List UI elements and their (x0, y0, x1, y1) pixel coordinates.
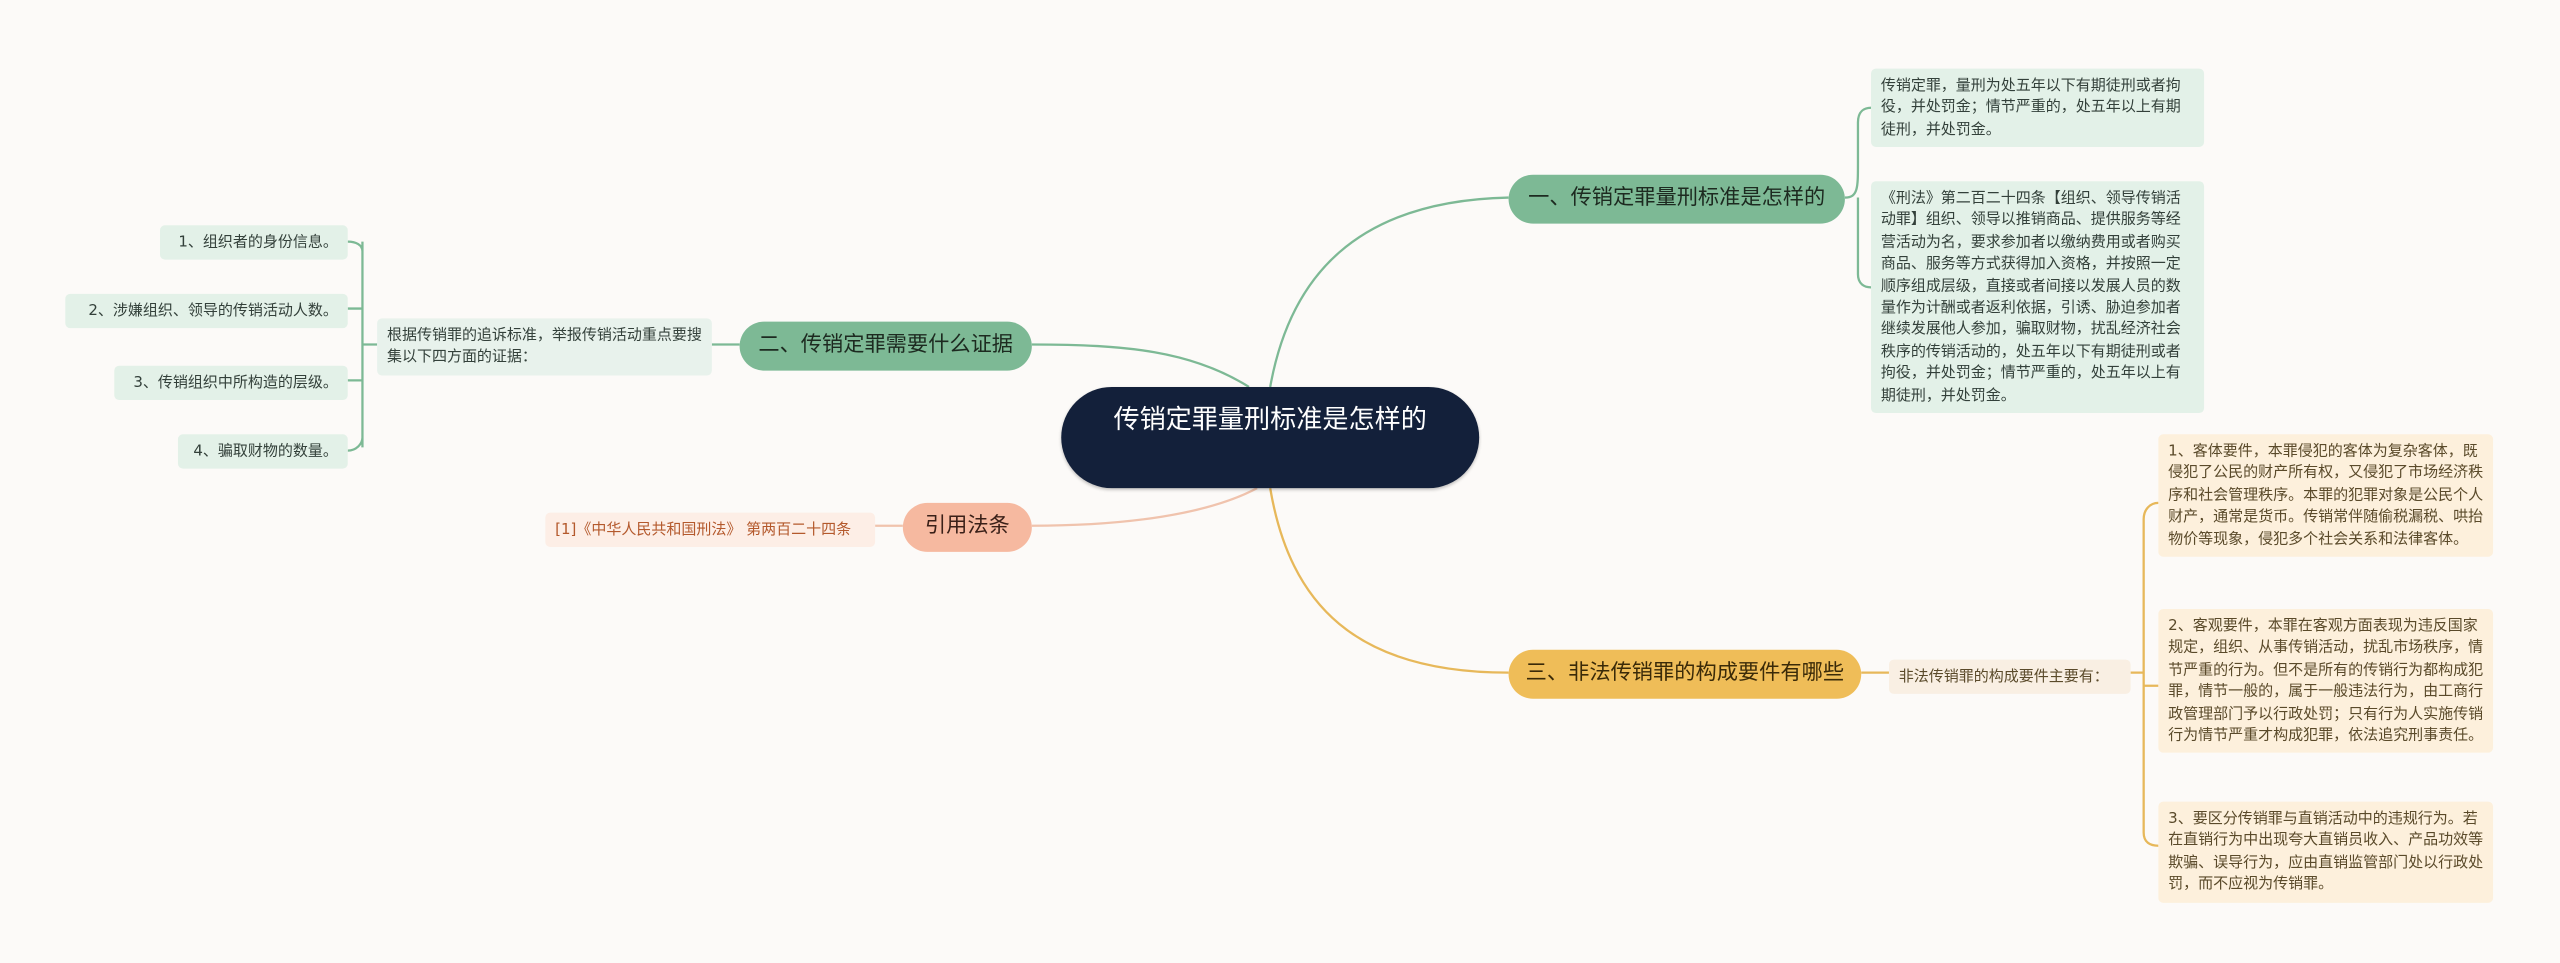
branch-cited-law[interactable]: 引用法条 (902, 502, 1032, 552)
leaf-object-element[interactable]: 1、客体要件，本罪侵犯的客体为复杂客体，既侵犯了公民的财产所有权，又侵犯了市场经… (2158, 434, 2494, 557)
link-root-b2 (1031, 343, 1250, 388)
leaf-sentencing-summary[interactable]: 传销定罪，量刑为处五年以下有期徒刑或者拘役，并处罚金；情节严重的，处五年以上有期… (1871, 68, 2205, 148)
link-root-b1 (1269, 196, 1509, 388)
mid-evidence-intro[interactable]: 根据传销罪的追诉标准，举报传销活动重点要搜集以下四方面的证据： (377, 318, 712, 376)
leaf-criminal-law-article[interactable]: 《刑法》第二百二十四条【组织、领导传销活动罪】组织、领导以推销商品、提供服务等经… (1871, 181, 2205, 414)
link-root-b4 (1031, 487, 1258, 527)
leaf-hierarchy-levels[interactable]: 3、传销组织中所构造的层级。 (114, 365, 348, 401)
branch-sentencing-standard[interactable]: 一、传销定罪量刑标准是怎样的 (1508, 174, 1845, 224)
link-b2-bracket (347, 240, 378, 452)
link-b1-bracket (1844, 106, 1872, 289)
leaf-participant-count[interactable]: 2、涉嫌组织、领导的传销活动人数。 (65, 293, 348, 329)
link-root-b3 (1269, 487, 1509, 674)
branch-evidence-needed[interactable]: 二、传销定罪需要什么证据 (739, 321, 1032, 371)
leaf-law-citation[interactable]: [1]《中华人民共和国刑法》 第两百二十四条 (545, 512, 876, 548)
leaf-fraud-amount[interactable]: 4、骗取财物的数量。 (177, 434, 348, 470)
branch-constituent-elements[interactable]: 三、非法传销罪的构成要件有哪些 (1508, 649, 1862, 699)
root-node[interactable]: 传销定罪量刑标准是怎样的 (1061, 386, 1480, 489)
leaf-distinguish-direct-selling[interactable]: 3、要区分传销罪与直销活动中的违规行为。若在直销行为中出现夸大直销员收入、产品功… (2158, 801, 2494, 903)
link-b3-bracket (2130, 501, 2159, 847)
mid-elements-intro[interactable]: 非法传销罪的构成要件主要有： (1888, 659, 2131, 695)
leaf-objective-element[interactable]: 2、客观要件，本罪在客观方面表现为违反国家规定，组织、从事传销活动，扰乱市场秩序… (2158, 608, 2494, 754)
leaf-organizer-identity[interactable]: 1、组织者的身份信息。 (159, 225, 348, 261)
